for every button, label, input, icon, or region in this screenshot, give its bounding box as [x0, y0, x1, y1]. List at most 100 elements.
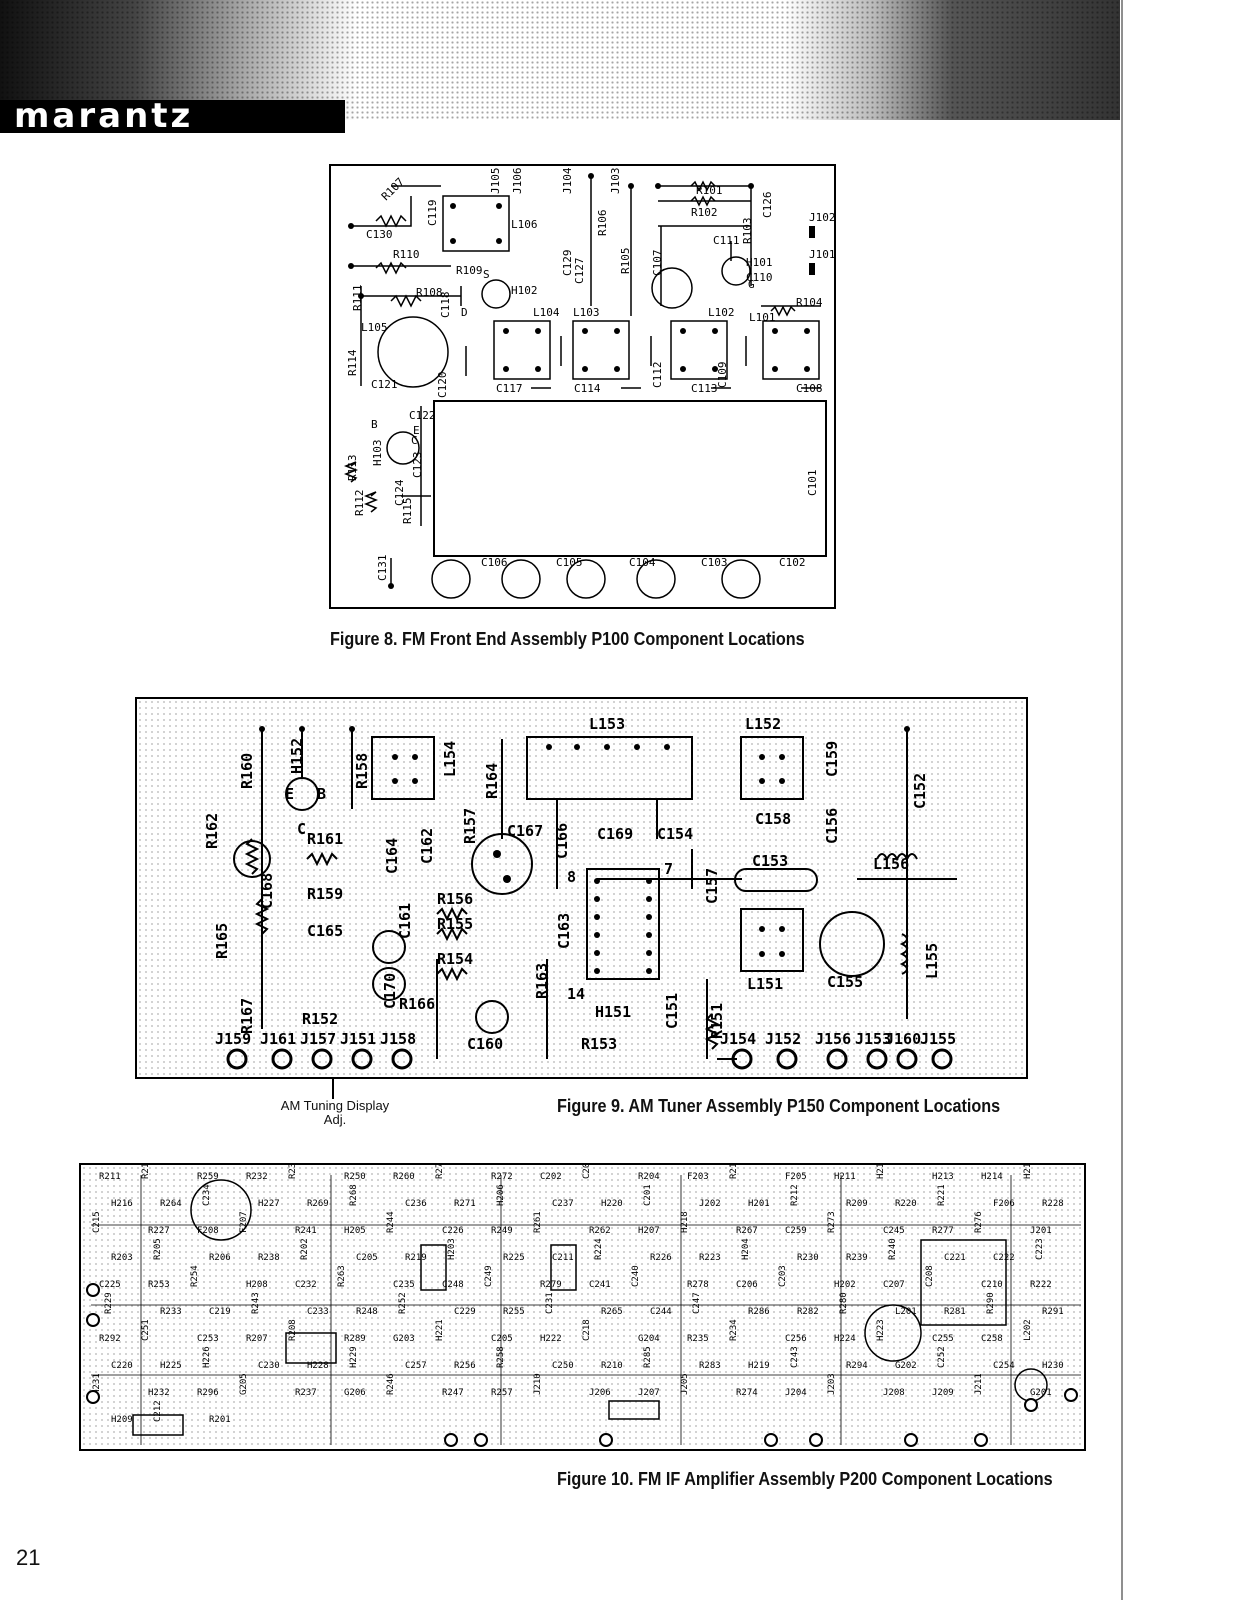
figure8-component-label: L103 — [573, 306, 600, 319]
jack-terminal — [474, 1433, 488, 1447]
figure9-component-label: R161 — [307, 830, 343, 848]
figure10-component-label: R257 — [491, 1388, 513, 1398]
figure10-component-label: C212 — [153, 1400, 163, 1422]
figure8-component-label: J106 — [511, 168, 524, 195]
figure8-component-label: J103 — [609, 168, 622, 195]
figure8-component-label: J102 — [809, 211, 836, 224]
figure10-component-label: R276 — [974, 1211, 984, 1233]
figure10-component-label: H205 — [344, 1226, 366, 1236]
figure10-component-label: R262 — [589, 1226, 611, 1236]
figure10-component-label: J201 — [1030, 1226, 1052, 1236]
figure9-component-label: E — [285, 785, 294, 803]
figure10-component-label: H218 — [680, 1211, 690, 1233]
jack-terminal — [86, 1313, 100, 1327]
figure10-component-label: R209 — [846, 1199, 868, 1209]
figure10-component-label: C211 — [552, 1253, 574, 1263]
figure9-component-label: L152 — [745, 715, 781, 733]
figure10-component-label: J209 — [932, 1388, 954, 1398]
brand-logo: marantz — [14, 96, 194, 136]
figure9-component-label: C165 — [307, 922, 343, 940]
figure9-component-label: C157 — [703, 868, 721, 904]
figure10-component-label: C257 — [405, 1361, 427, 1371]
figure10-component-label: F206 — [993, 1199, 1015, 1209]
figure10-component-label: R241 — [295, 1226, 317, 1236]
figure10-component-label: C207 — [883, 1280, 905, 1290]
figure10-component-label: C201 — [643, 1184, 653, 1206]
figure10-component-label: C205 — [356, 1253, 378, 1263]
figure10-component-label: J210 — [533, 1373, 543, 1395]
figure9-component-label: R155 — [437, 915, 473, 933]
figure10-component-label: J208 — [883, 1388, 905, 1398]
figure9-component-label: R167 — [238, 998, 256, 1034]
figure9-component-label: C152 — [911, 773, 929, 809]
figure8-component-label: L104 — [533, 306, 560, 319]
figure9-component-label: C166 — [553, 823, 571, 859]
figure8-component-label: C108 — [796, 382, 823, 395]
jack-label: J155 — [920, 1030, 956, 1048]
figure8-component-label: C129 — [561, 250, 574, 277]
figure8-component-label: C127 — [573, 258, 586, 285]
figure10-component-label: R281 — [944, 1307, 966, 1317]
figure10-component-label: H215 — [1023, 1165, 1033, 1179]
figure10-component-label: R239 — [846, 1253, 868, 1263]
jack-terminal — [1064, 1388, 1078, 1402]
figure10-component-label: R252 — [398, 1292, 408, 1314]
figure10-component-label: R225 — [503, 1253, 525, 1263]
figure9-component-label: R156 — [437, 890, 473, 908]
figure9-component-label: C168 — [258, 873, 276, 909]
figure10-component-label: C234 — [202, 1184, 212, 1206]
figure9-component-label: C155 — [827, 973, 863, 991]
figure10-component-label: G205 — [239, 1373, 249, 1395]
jack-label: J160 — [885, 1030, 921, 1048]
figure10-component-label: C205 — [491, 1334, 513, 1344]
figure10-component-label: F205 — [785, 1172, 807, 1182]
figure10-component-label: C258 — [981, 1334, 1003, 1344]
figure10-component-label: R265 — [601, 1307, 623, 1317]
figure10-component-label: C218 — [582, 1319, 592, 1341]
figure10-component-label: C247 — [692, 1292, 702, 1314]
figure8-component-label: C105 — [556, 556, 583, 569]
figure10-component-label: R261 — [533, 1211, 543, 1233]
figure9-component-label: C163 — [555, 913, 573, 949]
figure10-component-label: G206 — [344, 1388, 366, 1398]
figure10-component-label: R233 — [160, 1307, 182, 1317]
figure10-component-label: R291 — [1042, 1307, 1064, 1317]
figure10-component-label: R247 — [442, 1388, 464, 1398]
figure10-component-label: H208 — [246, 1280, 268, 1290]
figure10-component-label: R238 — [258, 1253, 280, 1263]
figure10-component-label: H219 — [748, 1361, 770, 1371]
figure9-caption: Figure 9. AM Tuner Assembly P150 Compone… — [557, 1096, 1001, 1116]
figure10-component-label: R221 — [937, 1184, 947, 1206]
figure10-component-label: R220 — [895, 1199, 917, 1209]
figure10-component-label: J202 — [699, 1199, 721, 1209]
figure10-component-label: R282 — [797, 1307, 819, 1317]
figure10-component-label: F203 — [687, 1172, 709, 1182]
jack-label: J154 — [720, 1030, 756, 1048]
figure10-component-label: C202 — [540, 1172, 562, 1182]
figure8-component-label: C104 — [629, 556, 656, 569]
figure8-component-label: C110 — [746, 271, 773, 284]
figure9-component-label: C170 — [381, 973, 399, 1009]
figure10-component-label: C244 — [650, 1307, 672, 1317]
figure10-component-label: R273 — [827, 1211, 837, 1233]
figure8-component-label: R103 — [741, 218, 754, 245]
jack-label: J157 — [300, 1030, 336, 1048]
figure10-component-label: C229 — [454, 1307, 476, 1317]
figure10-component-label: R212 — [790, 1184, 800, 1206]
figure9-component-label: C — [297, 820, 306, 838]
figure8-component-label: R108 — [416, 286, 443, 299]
figure9-component-label: R154 — [437, 950, 473, 968]
figure8-component-label: L105 — [361, 321, 388, 334]
figure10-component-label: C256 — [785, 1334, 807, 1344]
figure10-component-label: H228 — [307, 1361, 329, 1371]
figure10-component-label: C225 — [99, 1280, 121, 1290]
figure10-component-label: C236 — [405, 1199, 427, 1209]
figure10-component-label: R289 — [344, 1334, 366, 1344]
figure10-component-label: F207 — [239, 1211, 249, 1233]
figure10-component-label: J203 — [827, 1373, 837, 1395]
figure10-component-label: R222 — [1030, 1280, 1052, 1290]
figure10-component-label: R237 — [295, 1388, 317, 1398]
